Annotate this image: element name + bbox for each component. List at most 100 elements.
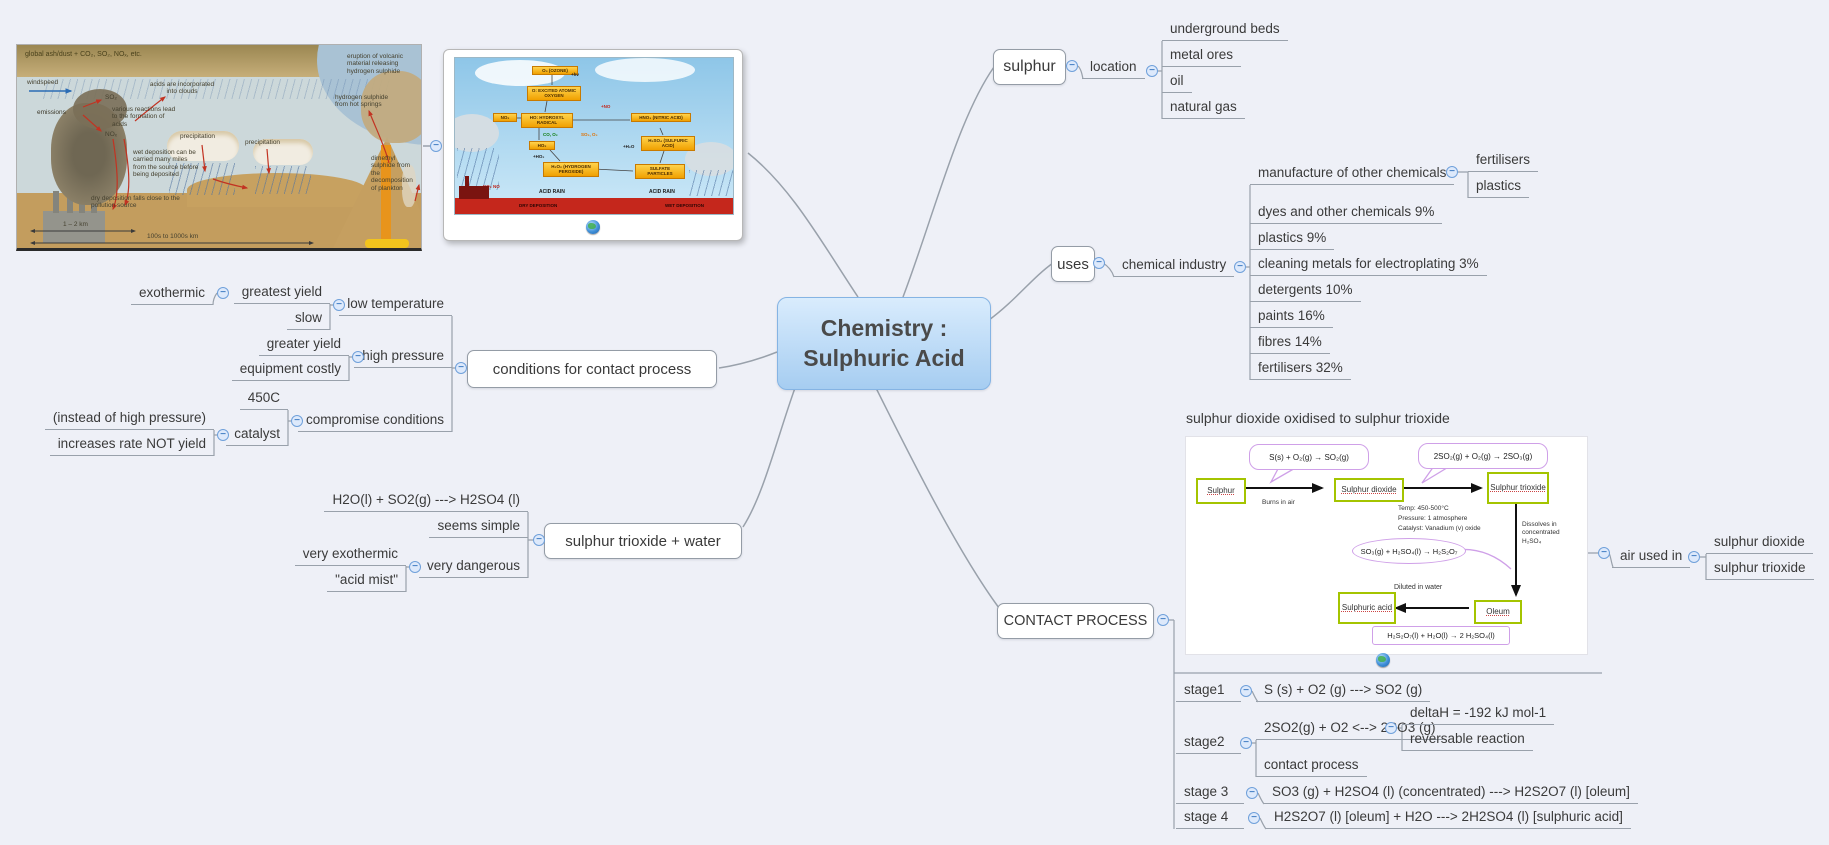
photo-plankton-label: dimethyl sulphide from the decomposition…: [371, 155, 413, 192]
collapse-icon[interactable]: −: [1598, 547, 1610, 559]
photo-windspeed-label: windspeed: [27, 79, 59, 86]
contact-stage3-eq[interactable]: SO3 (g) + H2SO4 (l) (concentrated) ---> …: [1264, 782, 1638, 804]
collapse-icon[interactable]: −: [217, 429, 229, 441]
uses-item-manufacture[interactable]: manufacture of other chemicals: [1250, 163, 1455, 185]
collapse-icon[interactable]: −: [1240, 685, 1252, 697]
topic-uses[interactable]: uses: [1051, 246, 1095, 282]
acid-rain-photo[interactable]: global ash/dust + CO₂, SO₂, NOₓ, etc. wi…: [16, 44, 422, 251]
board-no2-no-label: NO₂ NO: [483, 184, 500, 189]
stage2-delta-h[interactable]: deltaH = -192 kJ mol-1: [1402, 703, 1555, 725]
collapse-icon[interactable]: −: [430, 140, 442, 152]
contact-air-used-in[interactable]: air used in: [1612, 546, 1691, 568]
photo-reactions-label: various reactions lead to the formation …: [112, 106, 176, 128]
board-plus-no-label: +NO: [601, 104, 611, 109]
process-bubble-s-o2: S(s) + O₂(g) → SO₂(g): [1249, 444, 1369, 470]
stage2-contact-process[interactable]: contact process: [1256, 755, 1367, 777]
location-item[interactable]: underground beds: [1162, 19, 1288, 41]
photo-arrows: [29, 88, 421, 245]
trioxide-very-exothermic[interactable]: very exothermic: [294, 544, 406, 566]
collapse-icon[interactable]: −: [1246, 787, 1258, 799]
conditions-greatest-yield[interactable]: greatest yield: [233, 282, 330, 304]
conditions-greater-yield[interactable]: greater yield: [258, 334, 349, 356]
conditions-compromise[interactable]: compromise conditions: [297, 410, 452, 432]
collapse-icon[interactable]: −: [455, 362, 467, 374]
photo-spring-steam: [402, 165, 416, 207]
trioxide-very-dangerous[interactable]: very dangerous: [418, 556, 528, 578]
contact-process-diagram[interactable]: S(s) + O₂(g) → SO₂(g) 2SO₂(g) + O₂(g) → …: [1185, 436, 1588, 655]
location-item[interactable]: natural gas: [1162, 97, 1245, 119]
photo-dry-deposition-label: dry deposition falls close to the pollut…: [91, 195, 180, 210]
air-item[interactable]: sulphur trioxide: [1706, 558, 1814, 580]
topic-sulphur[interactable]: sulphur: [993, 49, 1066, 85]
conditions-exothermic[interactable]: exothermic: [130, 283, 213, 305]
stage2-reversable[interactable]: reversable reaction: [1402, 729, 1533, 751]
photo-lava-channel: [381, 145, 391, 245]
topic-trioxide-water[interactable]: sulphur trioxide + water: [544, 523, 742, 559]
collapse-icon[interactable]: −: [291, 415, 303, 427]
manufacture-item[interactable]: fertilisers: [1468, 150, 1539, 172]
location-item[interactable]: oil: [1162, 71, 1192, 93]
contact-stage2[interactable]: stage2: [1176, 732, 1241, 754]
globe-icon[interactable]: [1376, 653, 1390, 667]
photo-nox-label: NOₓ: [105, 131, 117, 138]
collapse-icon[interactable]: −: [1146, 65, 1158, 77]
uses-item[interactable]: cleaning metals for electroplating 3%: [1250, 254, 1487, 276]
location-item[interactable]: metal ores: [1162, 45, 1242, 67]
collapse-icon[interactable]: −: [1093, 257, 1105, 269]
collapse-icon[interactable]: −: [1234, 261, 1246, 273]
uses-item[interactable]: fertilisers 32%: [1250, 358, 1351, 380]
conditions-450c[interactable]: 450C: [239, 388, 288, 410]
conditions-catalyst[interactable]: catalyst: [226, 424, 288, 446]
collapse-icon[interactable]: −: [1157, 614, 1169, 626]
collapse-icon[interactable]: −: [1248, 812, 1260, 824]
board-co-o2-label: CO, O₂: [543, 132, 558, 137]
contact-stage3[interactable]: stage 3: [1176, 782, 1245, 804]
collapse-icon[interactable]: −: [333, 299, 345, 311]
topic-conditions-label: conditions for contact process: [492, 360, 692, 378]
uses-item[interactable]: fibres 14%: [1250, 332, 1330, 354]
collapse-icon[interactable]: −: [1240, 737, 1252, 749]
conditions-increases[interactable]: increases rate NOT yield: [49, 434, 214, 456]
collapse-icon[interactable]: −: [1385, 722, 1397, 734]
conditions-high-pressure[interactable]: high pressure: [354, 346, 452, 368]
central-topic[interactable]: Chemistry : Sulphuric Acid: [777, 297, 991, 390]
trioxide-equation[interactable]: H2O(l) + SO2(g) ---> H2SO4 (l): [324, 490, 528, 512]
acid-chemistry-board[interactable]: O₃ (OZONE) O: EXCITED ATOMIC OXYGEN HO: …: [443, 49, 743, 241]
trioxide-acid-mist[interactable]: "acid mist": [327, 570, 406, 592]
manufacture-item[interactable]: plastics: [1468, 176, 1530, 198]
collapse-icon[interactable]: −: [217, 287, 229, 299]
contact-stage1-eq[interactable]: S (s) + O2 (g) ---> SO2 (g): [1256, 680, 1431, 702]
topic-contact-process-label: CONTACT PROCESS: [1003, 613, 1148, 629]
topic-contact-process[interactable]: CONTACT PROCESS: [997, 603, 1154, 639]
topic-conditions[interactable]: conditions for contact process: [467, 350, 717, 388]
board-peroxide-box: H₂O₂ (HYDROGEN PEROXIDE): [543, 162, 599, 177]
contact-stage4-eq[interactable]: H2S2O7 (l) [oleum] + H2O ---> 2H2SO4 (l)…: [1266, 807, 1631, 829]
conditions-instead[interactable]: (instead of high pressure): [44, 408, 214, 430]
collapse-icon[interactable]: −: [533, 534, 545, 546]
contact-stage4[interactable]: stage 4: [1176, 807, 1245, 829]
contact-image-topic-label[interactable]: sulphur dioxide oxidised to sulphur trio…: [1186, 410, 1450, 426]
conditions-slow[interactable]: slow: [286, 308, 330, 330]
uses-item[interactable]: detergents 10%: [1250, 280, 1361, 302]
uses-item[interactable]: plastics 9%: [1250, 228, 1335, 250]
globe-icon[interactable]: [586, 220, 600, 234]
uses-item[interactable]: paints 16%: [1250, 306, 1333, 328]
uses-item[interactable]: dyes and other chemicals 9%: [1250, 202, 1443, 224]
conditions-low-temperature[interactable]: low temperature: [339, 294, 452, 316]
topic-chemical-industry[interactable]: chemical industry: [1114, 255, 1235, 277]
contact-stage1[interactable]: stage1: [1176, 680, 1241, 702]
trioxide-seems-simple[interactable]: seems simple: [429, 516, 528, 538]
collapse-icon[interactable]: −: [1446, 166, 1458, 178]
process-dissolves-label: Dissolves in concentrated H₂SO₄: [1522, 521, 1560, 545]
air-item[interactable]: sulphur dioxide: [1706, 532, 1813, 554]
board-wet-deposition-label: WET DEPOSITION: [665, 203, 705, 208]
conditions-equipment-costly[interactable]: equipment costly: [231, 359, 349, 381]
collapse-icon[interactable]: −: [1066, 60, 1078, 72]
topic-location[interactable]: location: [1082, 57, 1145, 79]
collapse-icon[interactable]: −: [352, 351, 364, 363]
board-no2-box: NO₂: [493, 113, 517, 123]
collapse-icon[interactable]: −: [409, 561, 421, 573]
process-oleum-box: Oleum: [1474, 600, 1522, 624]
process-dioxide-box: Sulphur dioxide: [1334, 478, 1404, 502]
collapse-icon[interactable]: −: [1688, 551, 1700, 563]
